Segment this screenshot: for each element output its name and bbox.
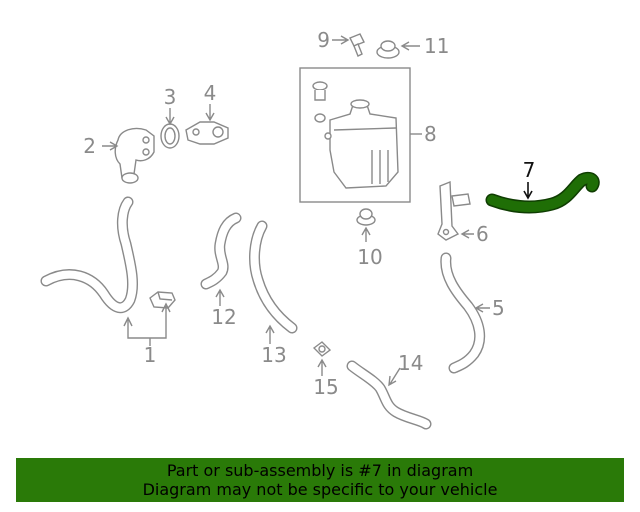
callout-10-leader bbox=[361, 226, 371, 242]
part-2-thermostat-housing[interactable] bbox=[114, 127, 155, 184]
callout-7-leader bbox=[523, 182, 533, 200]
part-14-hose[interactable] bbox=[346, 360, 432, 430]
part-1-bracket[interactable] bbox=[149, 291, 176, 309]
callout-9-label: 9 bbox=[317, 28, 330, 52]
part-4-thermostat[interactable] bbox=[185, 121, 229, 145]
notice-banner: Part or sub-assembly is #7 in diagram Di… bbox=[16, 458, 624, 502]
callout-7-label: 7 bbox=[523, 158, 536, 182]
part-1-hose[interactable] bbox=[40, 196, 138, 314]
callout-8-label: 8 bbox=[424, 122, 437, 146]
part-11-grommet[interactable] bbox=[376, 40, 400, 59]
callout-12-label: 12 bbox=[211, 305, 236, 329]
part-5-hose[interactable] bbox=[440, 252, 486, 374]
callout-13-leader bbox=[265, 324, 275, 344]
part-8-reservoir-tank[interactable] bbox=[324, 99, 399, 189]
callout-10-label: 10 bbox=[357, 245, 382, 269]
callout-2-label: 2 bbox=[83, 134, 96, 158]
part-8-cap[interactable] bbox=[312, 81, 328, 123]
notice-line-1: Part or sub-assembly is #7 in diagram bbox=[166, 461, 474, 480]
part-3-seal-ring[interactable] bbox=[160, 123, 180, 149]
callout-3-label: 3 bbox=[164, 85, 177, 109]
callout-9-leader bbox=[332, 35, 350, 45]
callout-5-label: 5 bbox=[492, 296, 505, 320]
part-8-frame bbox=[299, 67, 411, 203]
callout-1-leader bbox=[127, 306, 167, 346]
callout-1-label: 1 bbox=[144, 343, 157, 367]
part-6-water-outlet[interactable] bbox=[437, 180, 471, 241]
callout-4-leader bbox=[205, 104, 215, 122]
callout-15-leader bbox=[317, 358, 327, 376]
part-13-hose[interactable] bbox=[249, 220, 298, 334]
part-7-hose[interactable] bbox=[485, 171, 600, 214]
callout-13-label: 13 bbox=[261, 343, 286, 367]
callout-11-label: 11 bbox=[424, 34, 449, 58]
callout-4-label: 4 bbox=[204, 81, 217, 105]
callout-14-label: 14 bbox=[398, 351, 423, 375]
callout-12-leader bbox=[215, 288, 225, 306]
callout-14-leader bbox=[388, 367, 401, 387]
callout-5-leader bbox=[474, 303, 490, 313]
notice-line-2: Diagram may not be specific to your vehi… bbox=[142, 480, 498, 499]
callout-6-leader bbox=[460, 229, 474, 239]
callout-3-leader bbox=[165, 108, 175, 126]
part-9-bolt[interactable] bbox=[349, 33, 365, 57]
callout-11-leader bbox=[400, 41, 420, 51]
part-12-hose[interactable] bbox=[200, 212, 242, 290]
callout-15-label: 15 bbox=[313, 375, 338, 399]
part-10-grommet[interactable] bbox=[356, 208, 376, 226]
callout-2-leader bbox=[102, 141, 119, 151]
callout-6-label: 6 bbox=[476, 222, 489, 246]
part-15-connector[interactable] bbox=[312, 341, 332, 357]
